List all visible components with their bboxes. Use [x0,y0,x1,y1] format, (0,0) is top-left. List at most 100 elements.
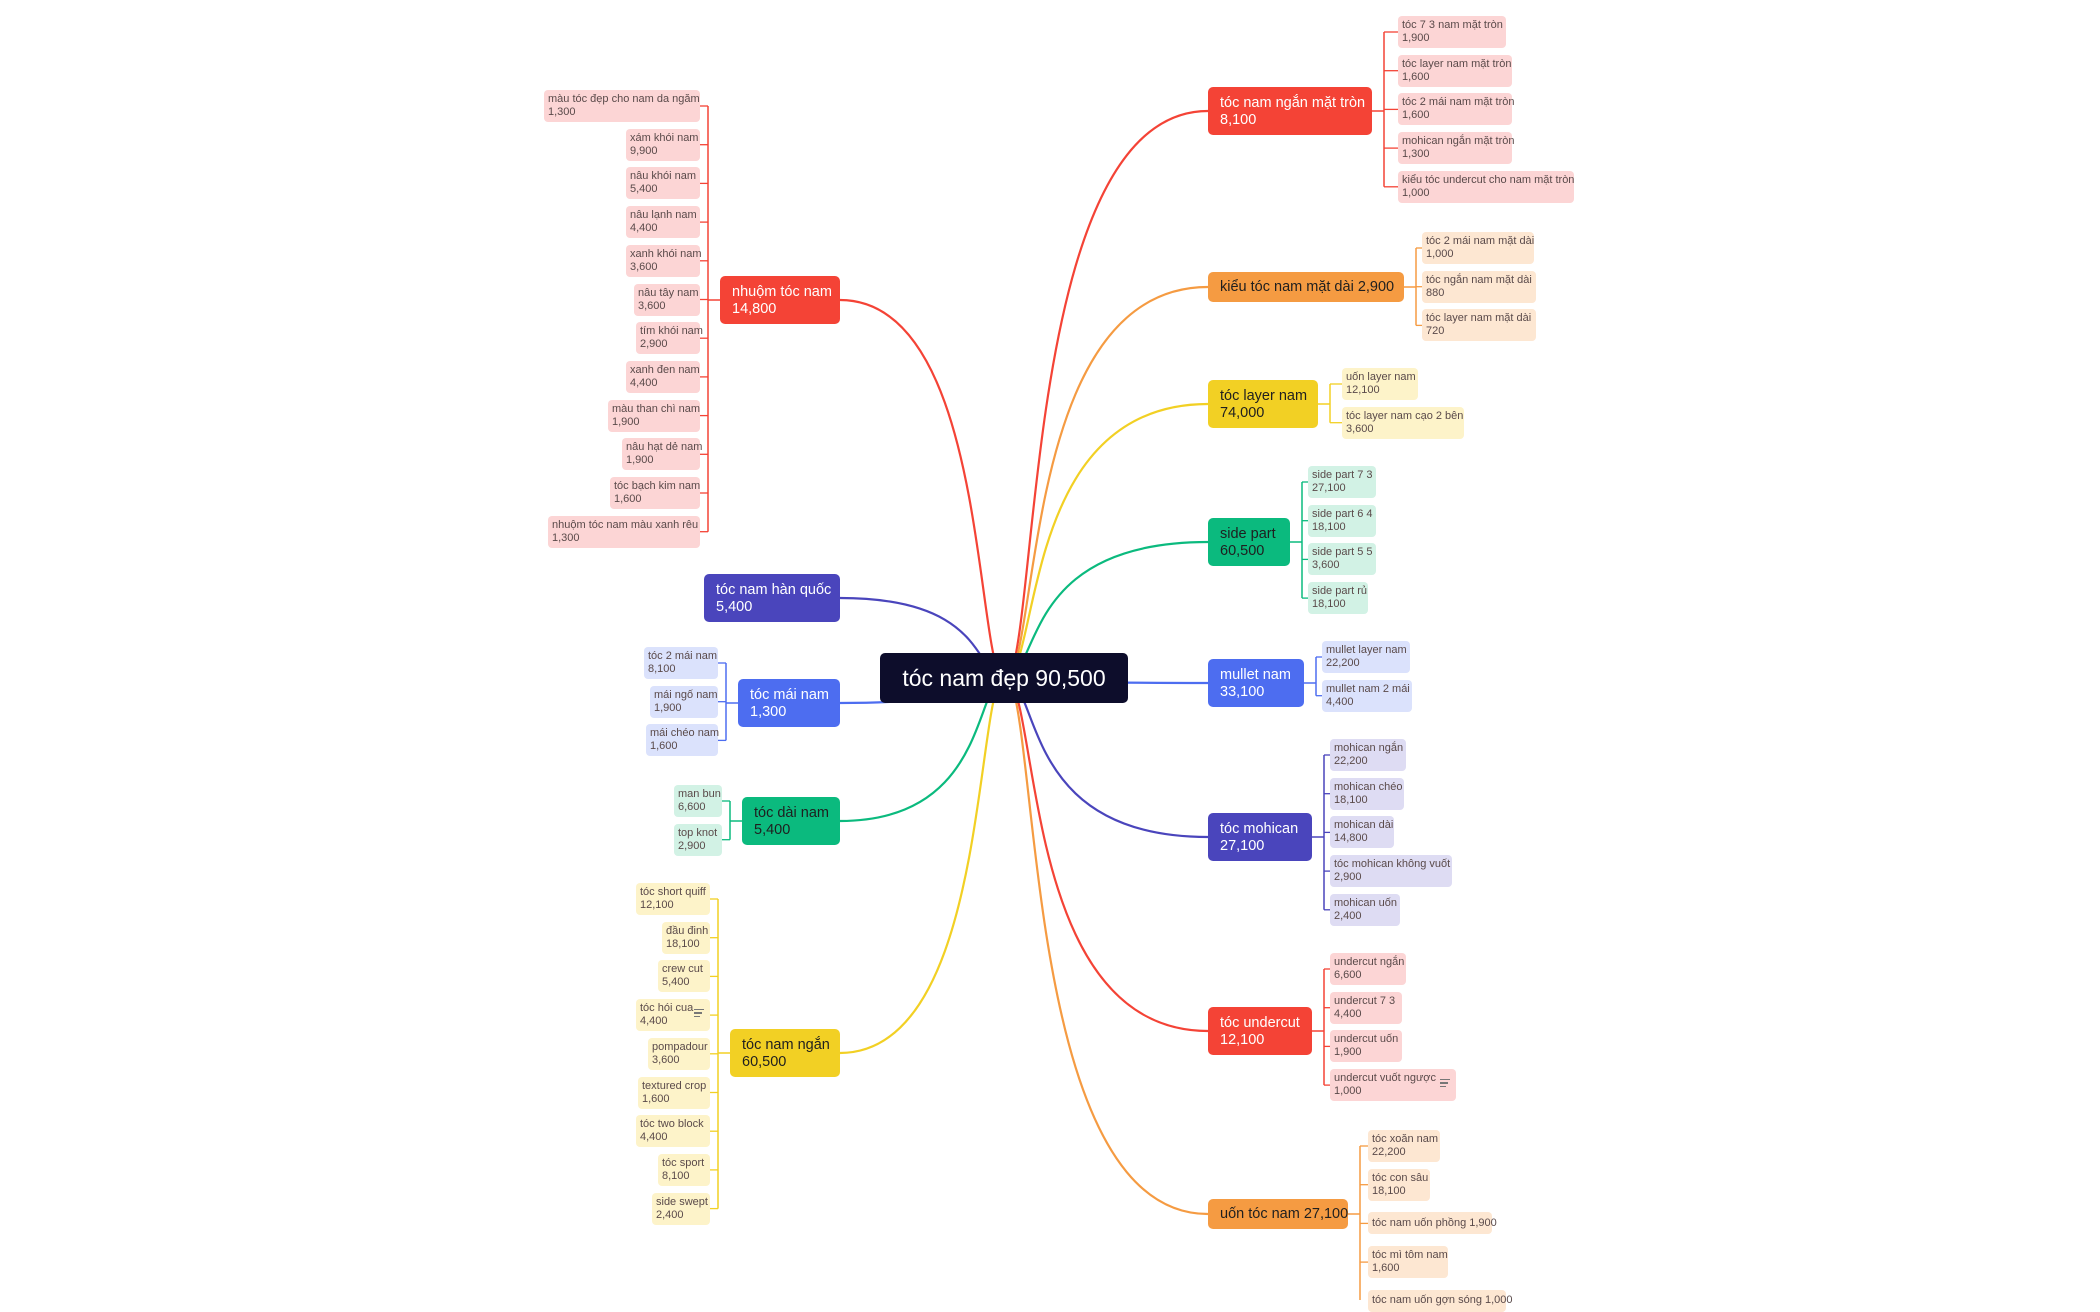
branch-label: tóc nam hàn quốc [716,582,832,598]
leaf-label: mullet nam 2 mái [1326,682,1410,695]
leaf-label: top knot [678,826,718,839]
leaf-label: mohican ngắn [1334,742,1404,754]
note-icon[interactable] [694,1007,704,1019]
root-node[interactable]: tóc nam đẹp 90,500 [880,653,1128,703]
leaf-label: man bun [678,788,721,800]
leaf-value: 1,600 [1372,1262,1400,1275]
branch-node[interactable]: kiểu tóc nam mặt dài 2,900 [1208,272,1404,302]
branch-node[interactable]: uốn tóc nam 27,100 [1208,1199,1348,1229]
leaf-node[interactable]: tóc nam uốn phồng 1,900 [1368,1212,1497,1235]
leaf-node[interactable]: tóc nam uốn gợn sóng 1,000 [1368,1289,1513,1312]
leaf-label: tóc layer nam mặt dài [1426,312,1532,325]
leaf-label: mái ngố nam [654,688,718,701]
root-label: tóc nam đẹp 90,500 [902,664,1106,691]
leaf-value: 12,100 [1346,384,1380,396]
leaf-label: tóc sport [662,1156,705,1169]
leaf-label: tím khói nam [640,325,703,338]
leaf-label: đầu đinh [666,924,709,937]
leaf-value: 5,400 [662,976,690,989]
leaf-value: 2,900 [640,338,668,351]
leaf-value: 27,100 [1312,482,1346,494]
branch-value: 27,100 [1220,838,1265,854]
leaf-label: side part 6 4 [1312,507,1373,520]
leaf-label: tóc con sâu [1372,1171,1429,1184]
note-icon[interactable] [1440,1077,1450,1089]
branch-value: 14,800 [732,301,777,317]
leaf-value: 1,000 [1426,248,1454,260]
branch-link [1009,285,1209,679]
leaf-label: tóc ngắn nam mặt dài [1426,273,1532,286]
branch-value: 5,400 [754,822,791,838]
leaf-label: side part 5 5 [1312,546,1373,559]
branch-value: 33,100 [1220,684,1265,700]
leaf-label: mohican ngắn mặt tròn [1402,135,1515,148]
leaf-label: mohican uốn [1334,896,1397,909]
